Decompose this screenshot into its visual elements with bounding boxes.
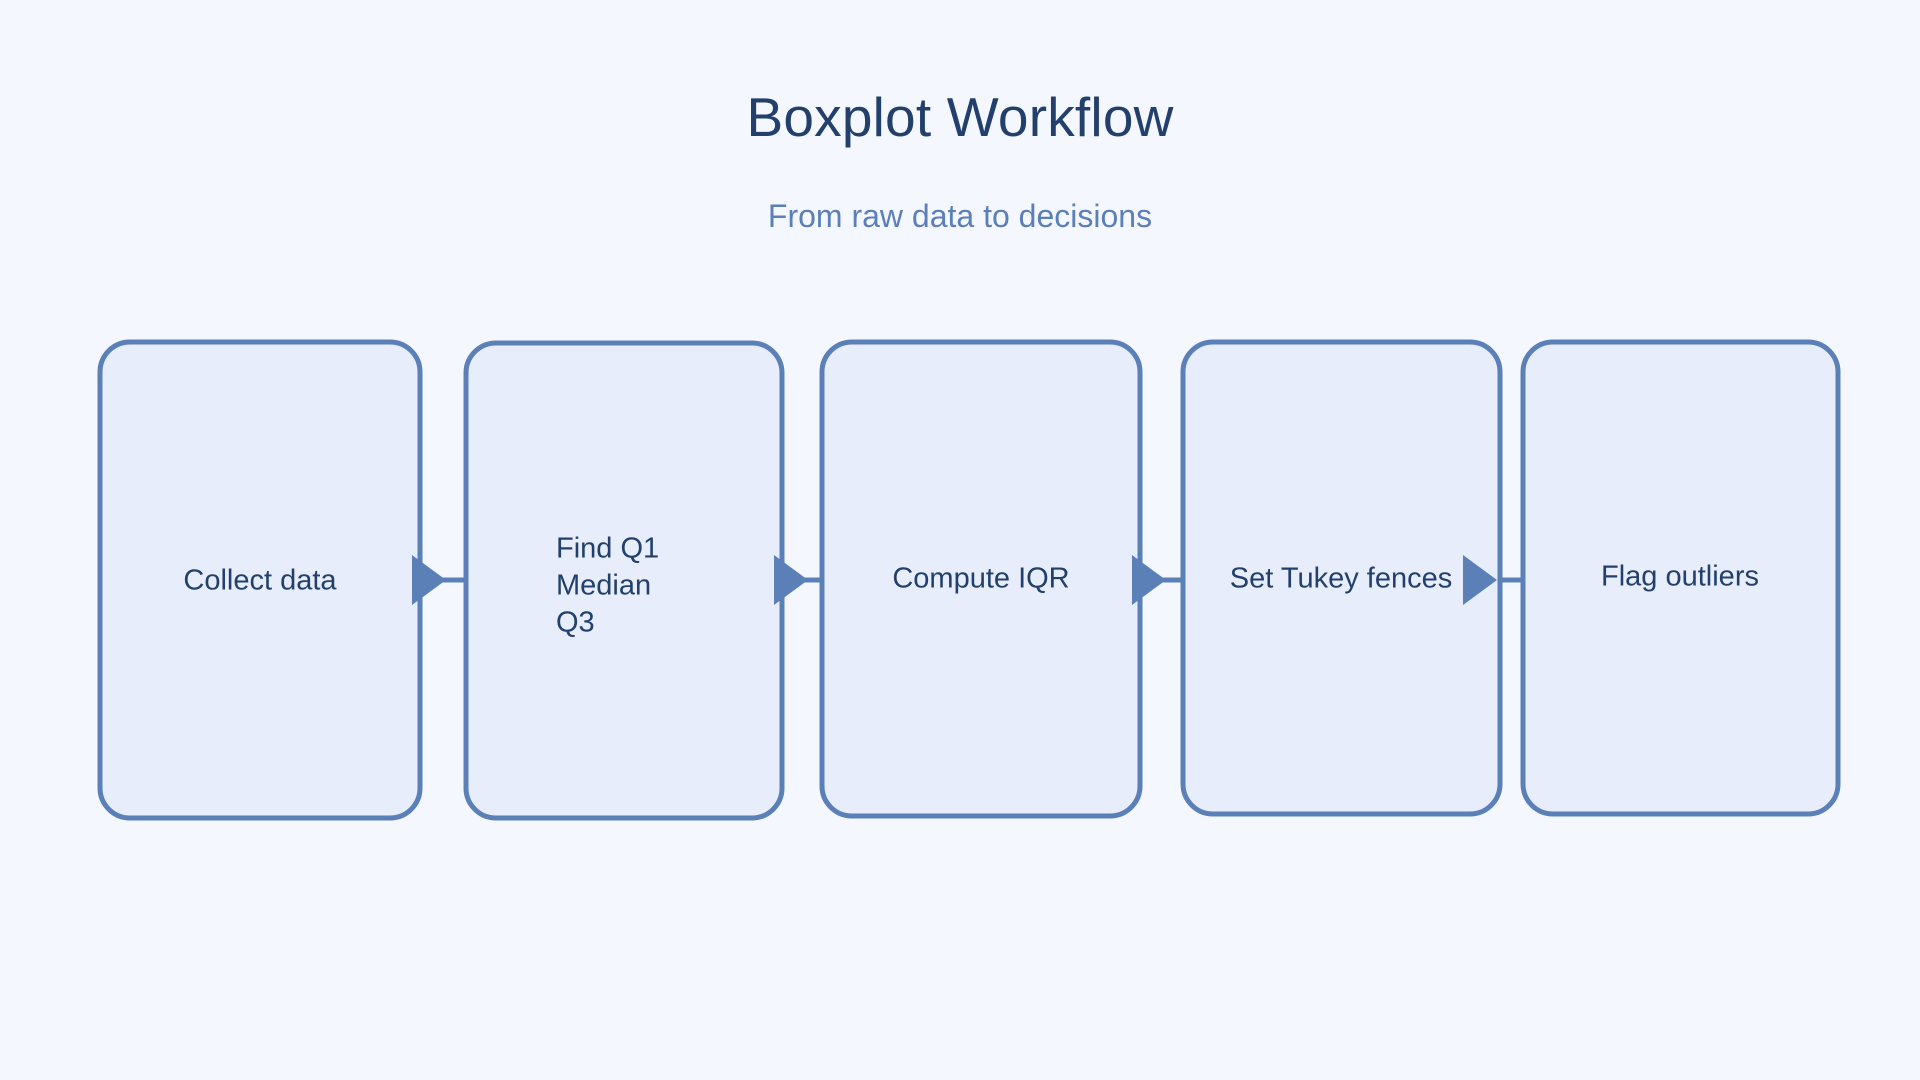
node-label: Flag outliers [1601, 561, 1759, 593]
node-label-line-1: Find Q1 [556, 533, 659, 565]
arrow-head-icon-n2-n3 [774, 555, 808, 605]
page-title: Boxplot Workflow [746, 86, 1174, 148]
node-compute-iqr[interactable]: Compute IQR [819, 339, 1143, 819]
node-label: Compute IQR [892, 563, 1069, 595]
node-flag-outliers[interactable]: Flag outliers [1520, 339, 1841, 817]
node-find-quartiles[interactable]: Find Q1 Median Q3 [463, 340, 785, 821]
node-collect-data[interactable]: Collect data [97, 339, 423, 821]
node-label: Collect data [183, 565, 337, 597]
node-box [1180, 339, 1503, 817]
arrow-head-icon-n4-n5 [1463, 555, 1497, 605]
node-label-line-3: Q3 [556, 607, 595, 639]
arrow-head-icon-n1-n2 [412, 555, 446, 605]
node-label: Set Tukey fences [1230, 563, 1452, 595]
node-set-tukey-fences[interactable]: Set Tukey fences [1180, 339, 1503, 817]
page-subtitle: From raw data to decisions [767, 198, 1153, 234]
node-label-line-2: Median [556, 570, 651, 602]
node-box [1520, 339, 1841, 817]
arrow-head-icon-n3-n4 [1132, 555, 1166, 605]
